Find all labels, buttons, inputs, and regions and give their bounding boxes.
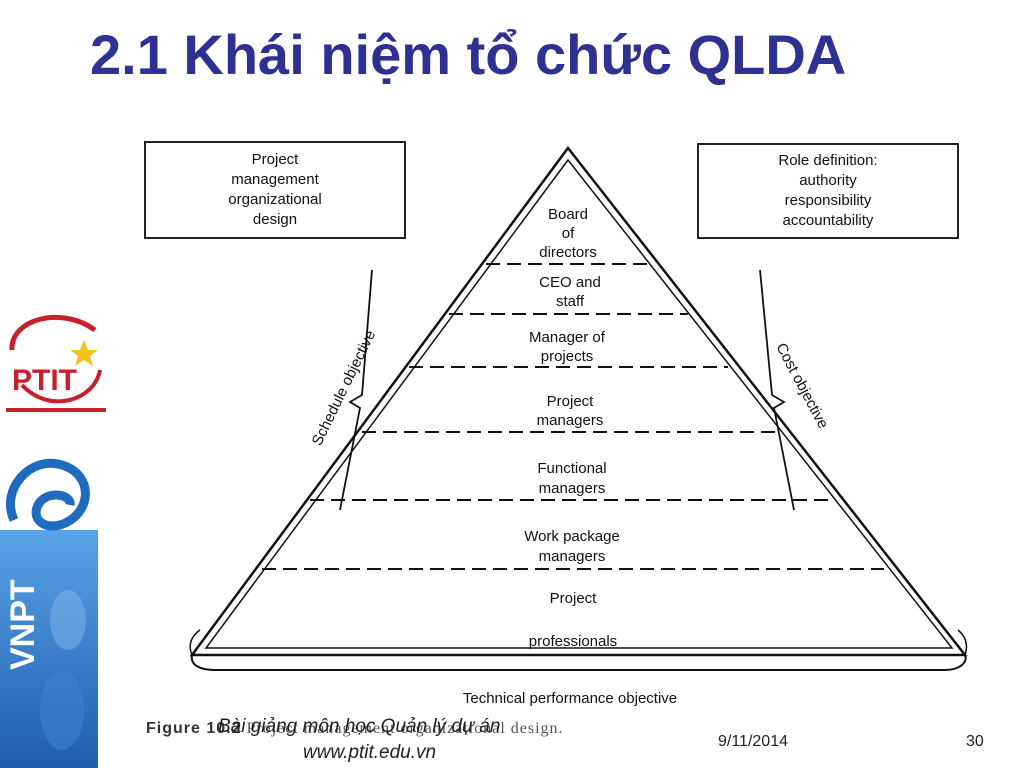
level-label: Project [550, 590, 598, 607]
right-box-line: authority [799, 172, 857, 189]
pyramid-outline [189, 145, 968, 671]
vnpt-logo: VNPT [0, 458, 98, 768]
level-label: of [562, 225, 575, 242]
ptit-logo: PTIT [6, 314, 106, 412]
figure-label: Figure 10.2 [146, 720, 242, 737]
schedule-objective-label: Schedule objective [309, 328, 379, 449]
vnpt-logo-text: VNPT [4, 579, 42, 670]
left-box-line: organizational [228, 191, 322, 208]
left-box-line: Project [251, 151, 299, 168]
level-label: staff [556, 293, 585, 310]
left-box-line: design [252, 211, 298, 228]
level-label: managers [539, 480, 606, 497]
level-label: managers [537, 412, 604, 429]
technical-performance-label: Technical performance objective [463, 690, 677, 707]
slide-title: 2.1 Khái niệm tổ chức QLDA [90, 23, 847, 86]
level-label: directors [539, 244, 597, 261]
side-braces [339, 269, 795, 511]
ptit-logo-text: PTIT [12, 364, 77, 397]
level-label: projects [541, 348, 594, 365]
right-box-role-definition: Role definition: authority responsibilit… [697, 143, 959, 239]
level-label: Project [547, 393, 595, 410]
level-label: professionals [529, 633, 617, 650]
footer-url: www.ptit.edu.vn [303, 742, 437, 763]
sidebar-graphic: PTIT VNPT [0, 314, 106, 768]
level-label: managers [539, 548, 606, 565]
level-label: CEO and [539, 274, 601, 291]
cost-objective-label: Cost objective [772, 340, 831, 431]
footer-course-name: Bài giảng môn học Quản lý dự án [218, 716, 501, 737]
footer-date: 9/11/2014 [718, 733, 788, 750]
logo-sidebar: PTIT VNPT [0, 290, 118, 768]
level-label: Work package [524, 528, 620, 545]
level-label: Board [548, 206, 588, 223]
left-box-org-design: Project management organizational design [144, 141, 406, 239]
pyramid-levels: Board of directors CEO and staff Manager… [524, 206, 620, 650]
level-label: Manager of [529, 329, 606, 346]
page-number: 30 [966, 733, 984, 750]
figure-caption-text: Project management organizational design… [246, 720, 564, 737]
level-label: Functional [537, 460, 606, 477]
figure-caption: Figure 10.2 Project management organizat… [146, 720, 564, 738]
level-separators [262, 263, 884, 570]
right-box-line: responsibility [784, 192, 872, 209]
left-box-line: management [231, 171, 319, 188]
right-box-line: accountability [782, 212, 874, 229]
right-box-line: Role definition: [778, 152, 878, 169]
